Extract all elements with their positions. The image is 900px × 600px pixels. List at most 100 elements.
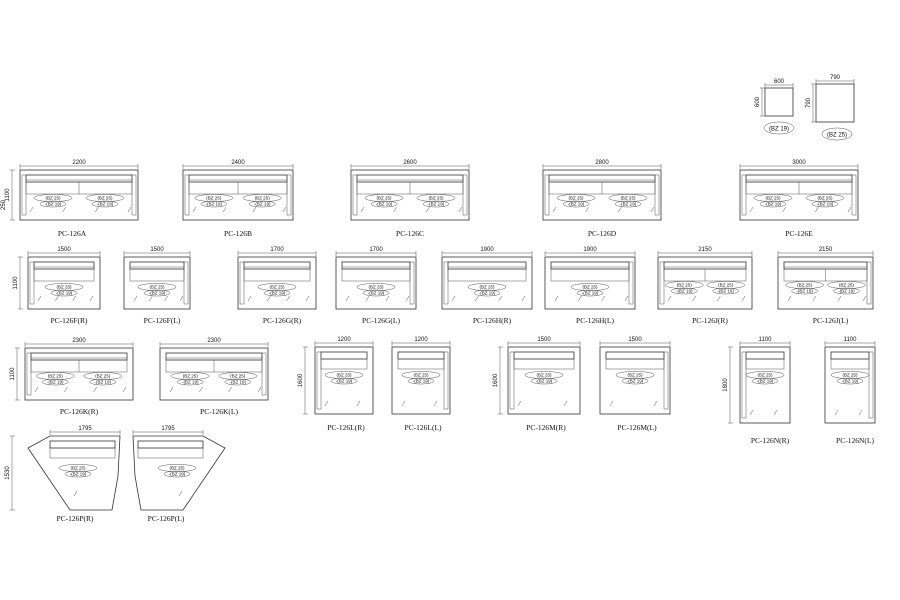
back-bench: [137, 440, 204, 449]
model-label: PC-126H(L): [576, 316, 614, 325]
table-large-outline: [356, 283, 396, 291]
back-bench: [830, 351, 870, 360]
table-tag-small: -(BZ 19): [817, 202, 834, 207]
model-label: PC-126J(R): [692, 316, 728, 325]
table-tag-large: (BZ 25): [336, 373, 352, 378]
width-label: 2800: [595, 160, 609, 166]
height-label: 1100: [13, 276, 19, 290]
tall-module: (BZ 25)-(BZ 19)1100: [739, 337, 791, 424]
table-tag-large: (BZ 25): [149, 285, 165, 290]
side-arm-right: [261, 352, 267, 396]
table-outline: [763, 121, 795, 135]
side-arm-left: [741, 174, 747, 216]
side-arm-left: [239, 261, 245, 305]
table-code: (BZ 25): [827, 133, 847, 139]
height-dimension: 1800: [723, 346, 733, 424]
width-label: 1500: [150, 247, 164, 253]
module-outline: [599, 346, 671, 415]
table-small-outline: [143, 289, 171, 297]
table-tags: (BZ 25)-(BZ 19): [85, 194, 125, 208]
table-tag-small: -(BZ 19): [765, 202, 782, 207]
back-bench: [513, 351, 575, 360]
seat-cushion: [129, 268, 185, 282]
back-bench: [548, 174, 656, 183]
side-arm-right: [183, 261, 189, 305]
table-tag-small: -(BZ 19): [413, 379, 430, 384]
width-label: 1795: [161, 426, 175, 432]
wedge-outline: [132, 435, 226, 511]
seat-cushion: [830, 358, 870, 370]
back-bench: [30, 352, 128, 361]
table-tag-large: (BZ 25): [766, 196, 782, 201]
booth-module: (BZ 25)-(BZ 19)(BZ 25)-(BZ 19)2400: [182, 160, 294, 221]
table-tag-small: -(BZ 19): [97, 202, 114, 207]
width-dimension: 1700: [335, 247, 417, 256]
model-label: PC-126L(L): [404, 423, 442, 432]
table-tags: (BZ 25)-(BZ 19): [556, 194, 596, 208]
back-bench: [356, 174, 464, 183]
width-dimension: 2200: [19, 160, 139, 169]
booth-outline: [657, 256, 753, 310]
table-tag-small: -(BZ 19): [95, 380, 112, 385]
width-label: 1900: [583, 247, 597, 253]
table-tag-small: -(BZ 19): [368, 291, 385, 296]
table-tags: (BZ 25)-(BZ 19): [35, 372, 75, 386]
side-arm-right: [409, 261, 415, 305]
table-top: [764, 87, 794, 117]
width-dimension: 1795: [49, 426, 121, 435]
back-bench: [341, 261, 411, 270]
seat-cushion: [341, 268, 411, 282]
table-tag-large: (BZ 25): [255, 196, 271, 201]
side-arm-left: [26, 352, 32, 396]
table-small-outline: [64, 470, 92, 478]
table-large-outline: [665, 281, 704, 289]
table-small-outline: [791, 287, 818, 295]
module-outline: [314, 346, 374, 415]
table-tag-large: (BZ 25): [56, 285, 72, 290]
table-small-outline: [91, 200, 119, 208]
table-small-outline: [224, 378, 252, 386]
module-outline: [391, 346, 451, 415]
table-large-outline: [467, 283, 507, 291]
table-large-outline: [257, 283, 297, 291]
side-arm: [316, 351, 322, 410]
table-tags: (BZ 25)-(BZ 19): [44, 283, 84, 297]
table-tags: (BZ 25)-(BZ 19): [157, 464, 197, 478]
table-tag-small: -(BZ 19): [56, 291, 73, 296]
table-large-outline: [524, 371, 564, 379]
table-tag-small: -(BZ 19): [169, 472, 186, 477]
height-dimension: 1530: [5, 435, 15, 511]
table-tag-large: (BZ 25): [582, 285, 598, 290]
back-bench: [165, 352, 263, 361]
back-bench: [25, 174, 133, 183]
model-label: PC-126A: [58, 229, 87, 238]
module-outline: [507, 346, 581, 415]
table-tag-large: (BZ 25): [839, 283, 855, 288]
table-tag-small: -(BZ 19): [536, 379, 553, 384]
table-tag-large: (BZ 25): [169, 466, 185, 471]
height-dimension: 1600: [493, 346, 503, 415]
table-small-outline: [751, 377, 779, 385]
back-bench: [49, 440, 116, 449]
side-arm-left: [544, 174, 550, 216]
model-label: PC-126D: [588, 229, 617, 238]
model-label: PC-126G(L): [362, 316, 400, 325]
table-large-outline: [706, 281, 745, 289]
table-large-outline: [170, 372, 210, 380]
booth-outline: [237, 256, 317, 310]
table-tag-small: -(BZ 19): [206, 202, 223, 207]
table-small-outline: [833, 287, 860, 295]
side-arm: [741, 351, 747, 419]
table-tags: (BZ 25)-(BZ 19): [785, 281, 824, 295]
back-bench: [243, 261, 311, 270]
table-tag-large: (BZ 25): [70, 466, 86, 471]
side-arm-right: [286, 174, 292, 216]
table-tag-small: -(BZ 19): [620, 202, 637, 207]
booth-module: (BZ 25)-(BZ 19)1500: [27, 247, 101, 310]
booth-module: (BZ 25)-(BZ 19)(BZ 25)-(BZ 19)2800: [542, 160, 662, 221]
side-arm: [663, 351, 669, 410]
table-tag-large: (BZ 25): [797, 283, 813, 288]
table-tag-small: -(BZ 19): [627, 379, 644, 384]
width-dimension: 2800: [542, 160, 662, 169]
